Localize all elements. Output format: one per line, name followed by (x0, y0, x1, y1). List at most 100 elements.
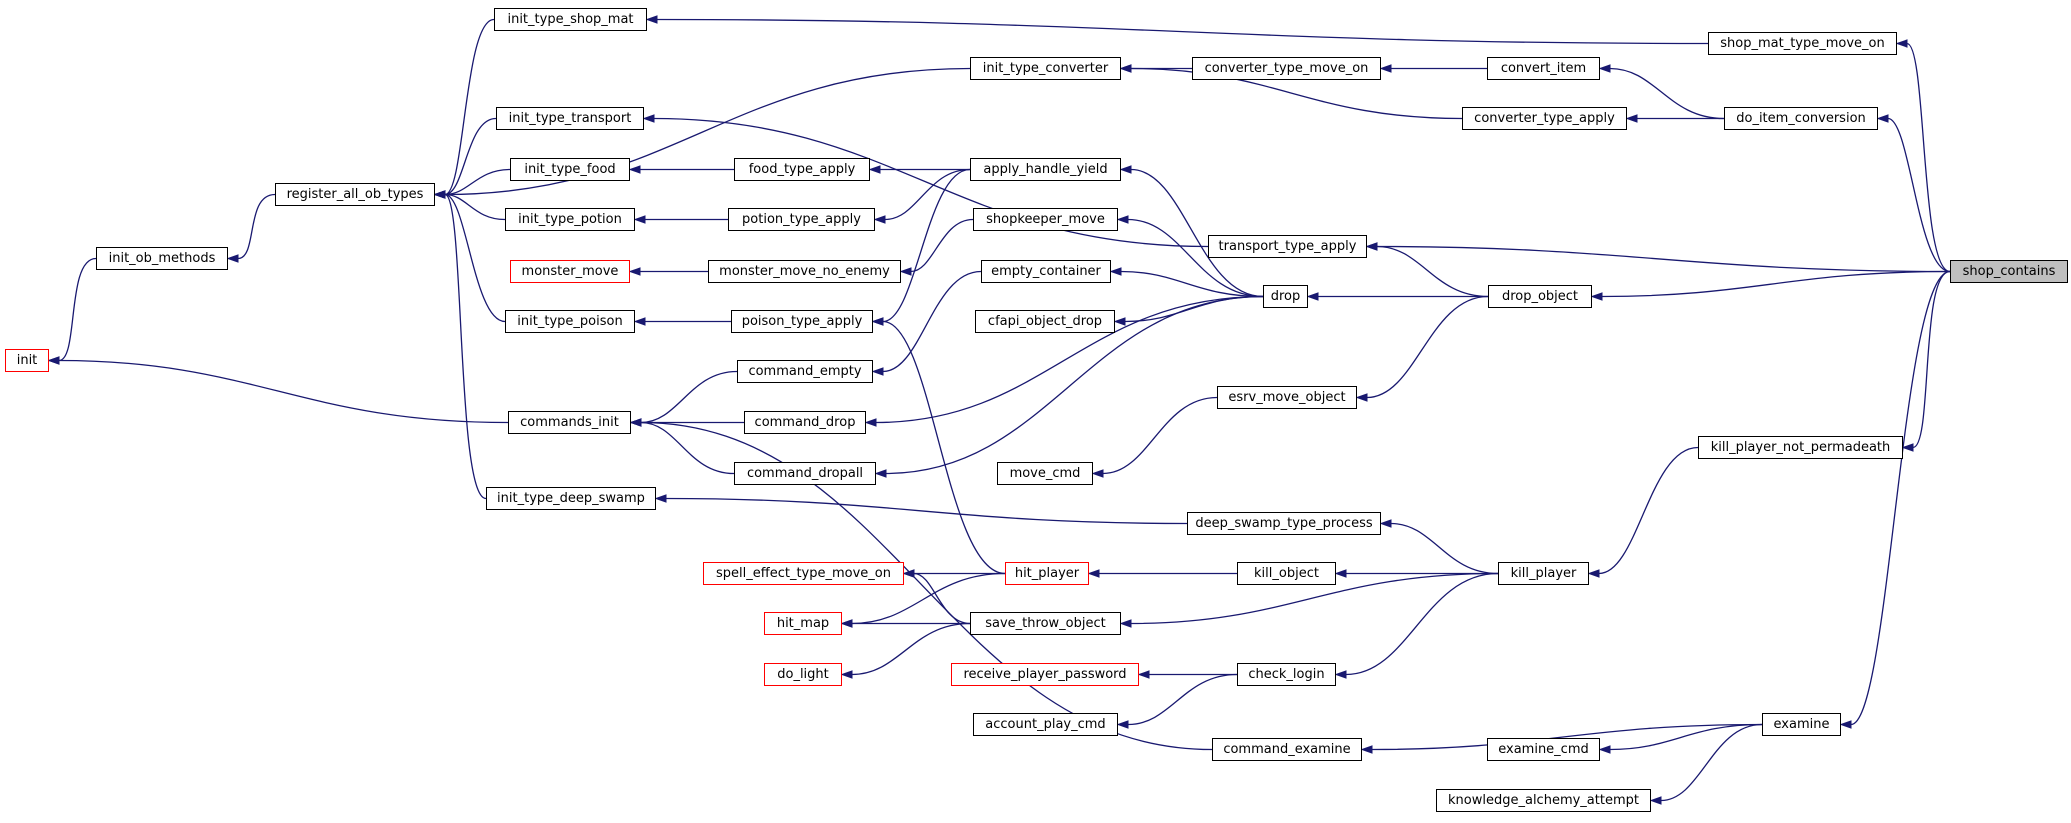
node-converter-type-apply[interactable]: converter_type_apply (1462, 107, 1627, 130)
node-transport-type-apply[interactable]: transport_type_apply (1208, 235, 1367, 258)
node-knowledge-alchemy-attempt[interactable]: knowledge_alchemy_attempt (1436, 789, 1651, 812)
node-init-type-converter[interactable]: init_type_converter (970, 57, 1121, 80)
node-receive-player-password[interactable]: receive_player_password (951, 663, 1139, 686)
edge-init-type-deep-swamp-to-register-all-ob-types (444, 193, 487, 500)
node-account-play-cmd[interactable]: account_play_cmd (973, 713, 1118, 736)
node-command-drop[interactable]: command_drop (744, 411, 866, 434)
edge-arrowhead (1379, 64, 1392, 73)
node-monster-move-no-enemy[interactable]: monster_move_no_enemy (708, 260, 901, 283)
edge-shop-contains-to-shop-mat-type-move-on (1906, 42, 1951, 273)
edge-arrowhead (873, 215, 886, 224)
node-shop-contains[interactable]: shop_contains (1950, 260, 2068, 283)
node-kill-player-not-permadeath[interactable]: kill_player_not_permadeath (1698, 436, 1903, 459)
edge-arrowhead (433, 190, 446, 199)
edge-arrowhead (628, 267, 641, 276)
edge-drop-object-to-esrv-move-object (1366, 295, 1489, 399)
edge-shopkeeper-move-to-monster-move-no-enemy (910, 218, 974, 273)
edge-save-throw-object-to-spell-effect-type-move-on (913, 572, 971, 625)
node-do-item-conversion[interactable]: do_item_conversion (1724, 107, 1878, 130)
edge-drop-object-to-transport-type-apply (1376, 245, 1489, 298)
edge-arrowhead (1625, 114, 1638, 123)
node-kill-object[interactable]: kill_object (1237, 562, 1336, 585)
node-cfapi-object-drop[interactable]: cfapi_object_drop (975, 310, 1115, 333)
node-register-all-ob-types[interactable]: register_all_ob_types (275, 183, 435, 206)
node-init-type-shop-mat[interactable]: init_type_shop_mat (494, 8, 647, 31)
node-command-empty[interactable]: command_empty (737, 360, 873, 383)
node-hit-map[interactable]: hit_map (764, 612, 842, 635)
node-commands-init[interactable]: commands_init (508, 411, 631, 434)
node-save-throw-object[interactable]: save_throw_object (970, 612, 1121, 635)
edge-arrowhead (642, 114, 655, 123)
edge-arrowhead (629, 418, 642, 427)
node-convert-item[interactable]: convert_item (1487, 57, 1600, 80)
node-converter-type-move-on[interactable]: converter_type_move_on (1192, 57, 1381, 80)
edge-shop-contains-to-drop-object (1601, 270, 1951, 298)
edge-arrowhead (1137, 670, 1150, 679)
edge-kill-player-to-deep-swamp-type-process (1390, 522, 1499, 575)
node-init-type-poison[interactable]: init_type_poison (505, 310, 635, 333)
node-init-ob-methods[interactable]: init_ob_methods (96, 247, 228, 270)
edge-arrowhead (633, 215, 646, 224)
node-init-type-transport[interactable]: init_type_transport (496, 107, 644, 130)
node-deep-swamp-type-process[interactable]: deep_swamp_type_process (1187, 512, 1381, 535)
node-potion-type-apply[interactable]: potion_type_apply (728, 208, 875, 231)
edge-arrowhead (1598, 745, 1611, 754)
node-kill-player[interactable]: kill_player (1498, 562, 1589, 585)
node-drop[interactable]: drop (1263, 285, 1308, 308)
edge-arrowhead (1895, 39, 1908, 48)
node-esrv-move-object[interactable]: esrv_move_object (1217, 386, 1357, 409)
node-hit-player[interactable]: hit_player (1005, 562, 1089, 585)
node-init-type-food[interactable]: init_type_food (510, 158, 630, 181)
edge-arrowhead (1119, 619, 1132, 628)
edge-arrowhead (840, 670, 853, 679)
edge-arrowhead (1116, 215, 1129, 224)
edge-init-type-converter-to-register-all-ob-types (444, 67, 971, 196)
edge-init-type-shop-mat-to-register-all-ob-types (444, 18, 495, 196)
edge-init-type-potion-to-register-all-ob-types (444, 193, 506, 221)
node-init[interactable]: init (5, 349, 49, 372)
node-food-type-apply[interactable]: food_type_apply (734, 158, 870, 181)
edge-arrowhead (1087, 569, 1100, 578)
edge-arrowhead (840, 619, 853, 628)
node-empty-container[interactable]: empty_container (981, 260, 1111, 283)
node-command-examine[interactable]: command_examine (1212, 738, 1362, 761)
edge-init-type-transport-to-register-all-ob-types (444, 117, 497, 196)
node-move-cmd[interactable]: move_cmd (997, 462, 1093, 485)
edge-arrowhead (226, 254, 239, 263)
node-examine-cmd[interactable]: examine_cmd (1487, 738, 1600, 761)
edge-arrowhead (628, 165, 641, 174)
edge-arrowhead (1587, 569, 1600, 578)
edge-arrowhead (868, 165, 881, 174)
node-drop-object[interactable]: drop_object (1488, 285, 1592, 308)
edge-arrowhead (874, 469, 887, 478)
edge-examine-to-command-examine (1371, 723, 1763, 751)
node-do-light[interactable]: do_light (764, 663, 842, 686)
edge-arrowhead (47, 356, 60, 365)
node-shop-mat-type-move-on[interactable]: shop_mat_type_move_on (1708, 32, 1897, 55)
edge-arrowhead (871, 367, 884, 376)
node-poison-type-apply[interactable]: poison_type_apply (731, 310, 873, 333)
edge-kill-player-to-save-throw-object (1130, 572, 1499, 625)
edge-hit-player-to-poison-type-apply (882, 320, 1006, 575)
node-init-type-deep-swamp[interactable]: init_type_deep_swamp (486, 487, 656, 510)
edge-command-dropall-to-commands-init (640, 421, 735, 475)
edge-arrowhead (864, 418, 877, 427)
node-spell-effect-type-move-on[interactable]: spell_effect_type_move_on (703, 562, 904, 585)
edge-shop-contains-to-examine (1850, 270, 1951, 726)
node-init-type-potion[interactable]: init_type_potion (505, 208, 635, 231)
edge-arrowhead (1649, 796, 1662, 805)
edge-register-all-ob-types-to-init-ob-methods (237, 193, 276, 260)
edge-arrowhead (1109, 267, 1122, 276)
node-apply-handle-yield[interactable]: apply_handle_yield (970, 158, 1121, 181)
edge-commands-init-to-init (58, 359, 509, 424)
node-check-login[interactable]: check_login (1237, 663, 1336, 686)
edge-arrowhead (1839, 720, 1852, 729)
node-shopkeeper-move[interactable]: shopkeeper_move (973, 208, 1118, 231)
edge-kill-player-not-permadeath-to-kill-player (1598, 446, 1699, 575)
node-command-dropall[interactable]: command_dropall (734, 462, 876, 485)
edge-drop-to-shopkeeper-move (1127, 218, 1264, 298)
edge-examine-to-examine-cmd (1609, 723, 1763, 751)
node-monster-move[interactable]: monster_move (510, 260, 630, 283)
edge-arrowhead (1379, 519, 1392, 528)
node-examine[interactable]: examine (1762, 713, 1841, 736)
